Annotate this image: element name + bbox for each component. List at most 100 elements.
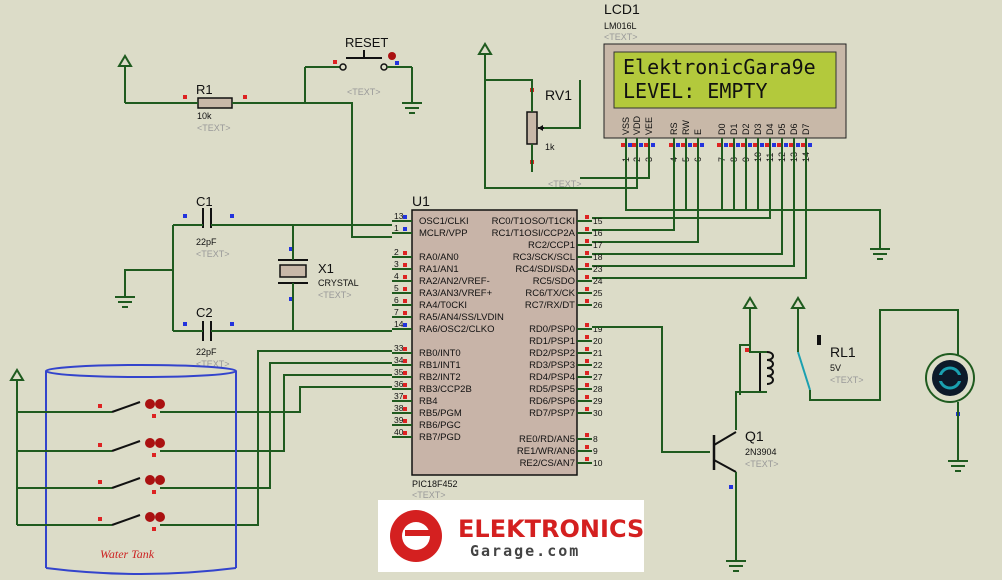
resistor-r1[interactable] (183, 95, 247, 109)
pin-marker (585, 395, 589, 399)
pic-pin-name: RC1/T1OSI/CCP2A (492, 228, 576, 239)
pic-pin-number: 5 (394, 283, 399, 293)
u1-ref: U1 (412, 193, 430, 209)
lcd-pin-name: E (693, 129, 703, 135)
pic-pin-number: 26 (593, 300, 603, 310)
level-switch[interactable] (17, 399, 165, 418)
lcd-line-2: LEVEL: EMPTY (623, 79, 768, 103)
pic-pin-name: RB2/INT2 (419, 372, 461, 383)
pin-marker (621, 143, 625, 147)
pic-pin-number: 25 (593, 288, 603, 298)
reset-switch[interactable] (305, 50, 399, 71)
pin-marker (644, 143, 648, 147)
pic-pin-name: RA1/AN1 (419, 264, 459, 275)
pin-marker (403, 263, 407, 267)
pic-pin-name: RC3/SCK/SCL (513, 252, 575, 263)
pin-marker (403, 347, 407, 351)
pin-marker (585, 371, 589, 375)
pin-marker (585, 335, 589, 339)
pic-pin-number: 4 (394, 271, 399, 281)
pin-marker (585, 445, 589, 449)
pic-pin-number: 37 (394, 391, 404, 401)
pic-pin-number: 29 (593, 396, 603, 406)
lcd-pin-name: D6 (789, 123, 799, 135)
c2-text-placeholder: <TEXT> (196, 359, 230, 369)
r1-value: 10k (197, 111, 212, 121)
potentiometer-rv1[interactable] (526, 88, 544, 164)
pic-pin-number: 18 (593, 252, 603, 262)
pin-marker (765, 143, 769, 147)
x1-text-placeholder: <TEXT> (318, 290, 352, 300)
level-switch[interactable] (17, 512, 165, 531)
lcd-pin-name: D4 (765, 123, 775, 135)
transistor-q1[interactable] (712, 431, 737, 489)
lcd-pin-name: D7 (801, 123, 811, 135)
pic-pin-number: 23 (593, 264, 603, 274)
pin-marker (784, 143, 788, 147)
level-switch[interactable] (17, 438, 165, 457)
u1-text-placeholder: <TEXT> (412, 490, 446, 500)
lcd-pin-name: D5 (777, 123, 787, 135)
pic-pin-number: 3 (394, 259, 399, 269)
pin-marker (808, 143, 812, 147)
pic-pin-name: RC5/SDO (533, 276, 575, 287)
pic-pin-number: 38 (394, 403, 404, 413)
pic-pin-number: 24 (593, 276, 603, 286)
pic-pin-name: RA6/OSC2/CLKO (419, 324, 495, 335)
ground-symbol (948, 460, 968, 472)
pin-marker (681, 143, 685, 147)
pin-marker (724, 143, 728, 147)
pin-marker (403, 311, 407, 315)
pin-marker (403, 383, 407, 387)
pin-marker (585, 227, 589, 231)
pic-pin-name: RD1/PSP1 (529, 336, 575, 347)
pic-pin-number: 21 (593, 348, 603, 358)
level-switch[interactable] (17, 475, 165, 494)
pic-pin-name: RC0/T1OSO/T1CKI (492, 216, 575, 227)
pic-pin-name: RB3/CCP2B (419, 384, 472, 395)
pin-marker (585, 299, 589, 303)
pin-marker (676, 143, 680, 147)
reset-ref: RESET (345, 35, 388, 50)
pin-marker (736, 143, 740, 147)
pic-pin-number: 30 (593, 408, 603, 418)
pic-pin-name: RB4 (419, 396, 437, 407)
rv1-value: 1k (545, 142, 555, 152)
pic-pin-name: RC4/SDI/SDA (515, 264, 575, 275)
pic-pin-name: RB1/INT1 (419, 360, 461, 371)
x1-ref: X1 (318, 261, 334, 276)
pic-pin-name: RC6/TX/CK (525, 288, 575, 299)
pin-marker (403, 287, 407, 291)
lcd-pin-name: VDD (632, 115, 642, 135)
pin-marker (585, 215, 589, 219)
pic-pin-number: 1 (394, 223, 399, 233)
pic-pin-number: 15 (593, 216, 603, 226)
pic-pin-name: RB0/INT0 (419, 348, 461, 359)
pin-marker (585, 287, 589, 291)
level-switches (17, 399, 165, 531)
pin-marker (403, 407, 407, 411)
pin-marker (585, 383, 589, 387)
pin-marker (639, 143, 643, 147)
lcd-screen (613, 51, 837, 109)
pin-marker (403, 215, 407, 219)
pic-pin-name: RB7/PGD (419, 432, 461, 443)
ground-symbol (402, 102, 422, 114)
pic-pin-name: RD6/PSP6 (529, 396, 575, 407)
pin-marker (700, 143, 704, 147)
lcd-module[interactable]: ElektronicGara9e LEVEL: EMPTY VSS1VDD2VE… (603, 43, 847, 162)
pic-pin-name: RC2/CCP1 (528, 240, 575, 251)
pic-pin-number: 27 (593, 372, 603, 382)
lcd-model: LM016L (604, 21, 637, 31)
pin-marker (796, 143, 800, 147)
pin-marker (669, 143, 673, 147)
pic-pin-name: RA4/T0CKI (419, 300, 467, 311)
pic-pin-name: OSC1/CLKI (419, 216, 469, 227)
motor-icon[interactable] (925, 353, 975, 416)
pin-marker (632, 143, 636, 147)
ground-symbol (870, 248, 890, 260)
relay-rl1[interactable] (745, 335, 821, 392)
pin-marker (403, 275, 407, 279)
